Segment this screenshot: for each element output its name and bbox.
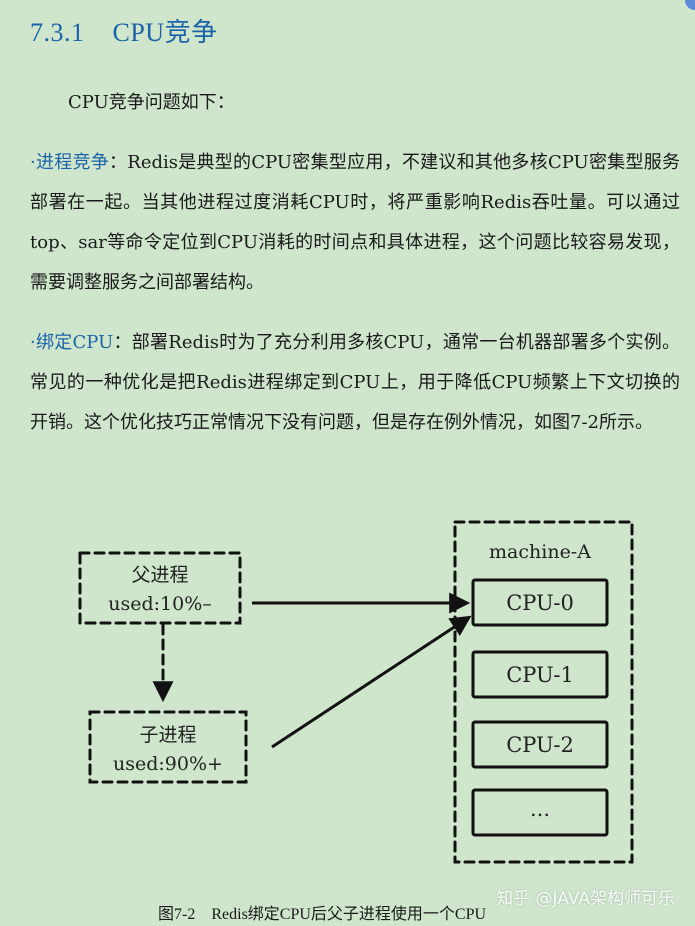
cpu-label-3: ... xyxy=(530,797,550,821)
parent-process-name: 父进程 xyxy=(131,564,188,586)
paragraph2-body: ：部署Redis时为了充分利用多核CPU，通常一台机器部署多个实例。常见的一种优… xyxy=(30,332,680,433)
child-process-usage: used:90%+ xyxy=(113,753,223,775)
cpu-box-0 xyxy=(471,578,609,627)
paragraph2-lead: ·绑定CPU xyxy=(30,332,114,353)
cpu-box-1 xyxy=(471,650,609,699)
paragraph-bind-cpu: ·绑定CPU：部署Redis时为了充分利用多核CPU，通常一台机器部署多个实例。… xyxy=(30,323,680,443)
child-process-box xyxy=(88,710,248,784)
figure-diagram: 父进程 used:10%– 子进程 used:90%+ machine-A CP… xyxy=(78,520,634,864)
parent-process-box xyxy=(78,551,242,625)
parent-process-usage: used:10%– xyxy=(108,593,212,615)
cpu-label-1: CPU-1 xyxy=(506,663,574,687)
figure-number: 图7-2 xyxy=(158,906,196,923)
child-to-cpu0-arrow xyxy=(271,615,472,749)
paragraph1-lead: ·进程竞争 xyxy=(30,152,110,173)
machine-box xyxy=(453,520,634,864)
cpu-label-2: CPU-2 xyxy=(506,733,574,757)
cpu-label-0: CPU-0 xyxy=(506,591,574,615)
figure-caption-text: Redis绑定CPU后父子进程使用一个CPU xyxy=(211,906,487,923)
watermark: 知乎 @JAVA架构师可乐 xyxy=(496,889,675,909)
figure-caption: 图7-2 Redis绑定CPU后父子进程使用一个CPU xyxy=(158,900,486,924)
cpu-box-2 xyxy=(471,720,609,769)
child-process-name: 子进程 xyxy=(139,724,196,746)
intro-text: CPU竞争问题如下： xyxy=(68,92,235,113)
section-number: 7.3.1 xyxy=(30,18,85,47)
paragraph-process-competition: ·进程竞争：Redis是典型的CPU密集型应用，不建议和其他多核CPU密集型服务… xyxy=(30,143,680,303)
paragraph1-body: ：Redis是典型的CPU密集型应用，不建议和其他多核CPU密集型服务部署在一起… xyxy=(30,152,680,293)
section-title: CPU竞争 xyxy=(112,18,218,47)
corner-badge xyxy=(685,0,695,10)
cpu-box-3 xyxy=(471,788,609,837)
section-heading: 7.3.1 CPU竞争 xyxy=(30,12,218,49)
machine-label: machine-A xyxy=(489,541,591,563)
